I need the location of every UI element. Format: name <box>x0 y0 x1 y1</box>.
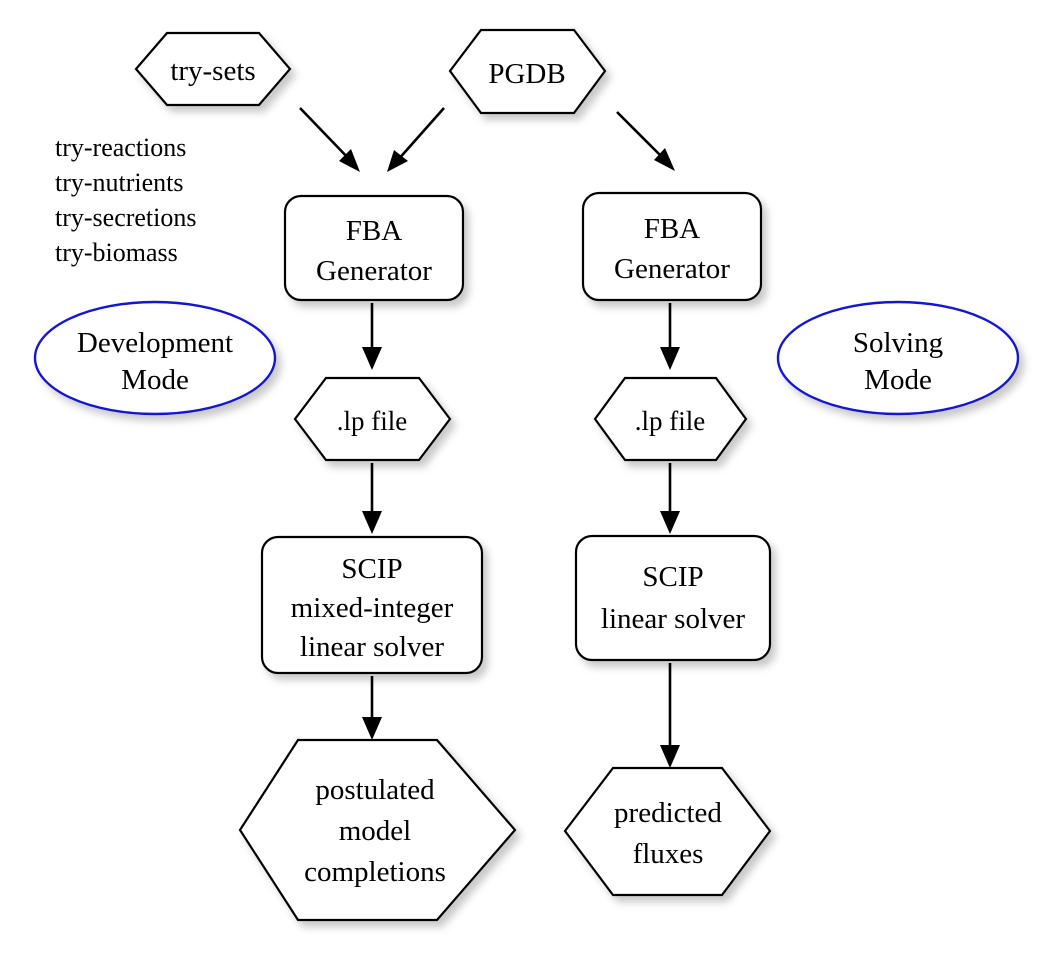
arrowhead-icon <box>660 347 680 370</box>
predicted-fluxes-label-line2: fluxes <box>633 838 704 870</box>
mode-label-development[interactable]: Development Mode <box>33 300 277 416</box>
scip-linear-label-line1: SCIP <box>642 561 703 593</box>
edge-pgdb-to-fba-generator-solve <box>616 111 675 171</box>
lp-file-solve-label: .lp file <box>635 406 705 436</box>
fba-generator-solve-label-line1: FBA <box>644 213 700 245</box>
node-scip-mixed-integer-solver[interactable]: SCIP mixed-integer linear solver <box>260 535 484 675</box>
node-fba-generator-development[interactable]: FBA Generator <box>283 194 465 302</box>
edge-scip-linear-to-predicted-fluxes <box>660 663 680 768</box>
arrowhead-icon <box>362 717 382 740</box>
arrowhead-icon <box>387 150 408 172</box>
arrowhead-icon <box>660 511 680 534</box>
fba-generator-dev-label-line1: FBA <box>346 215 402 247</box>
scip-mixed-label-line3: linear solver <box>300 631 444 663</box>
postulated-completions-label-line3: completions <box>304 856 446 888</box>
try-set-item: try-reactions <box>55 133 186 162</box>
postulated-completions-hexagon-shape <box>238 738 517 922</box>
solving-mode-ellipse-shape <box>776 300 1020 416</box>
scip-mixed-label-line2: mixed-integer <box>291 592 454 624</box>
fba-generator-solve-label-line2: Generator <box>614 253 730 285</box>
predicted-fluxes-hexagon-shape <box>563 766 772 897</box>
edge-lp-file-dev-to-scip <box>362 463 382 534</box>
development-mode-ellipse-shape <box>33 300 277 416</box>
pgdb-label: PGDB <box>488 58 565 90</box>
lp-file-solve-hexagon-shape <box>593 376 748 462</box>
edge-line <box>616 111 666 161</box>
edge-fba-generator-dev-to-lp-file <box>362 303 382 370</box>
postulated-completions-label-line1: postulated <box>315 774 435 806</box>
scip-linear-label-line2: linear solver <box>601 603 745 635</box>
fba-generator-dev-box-shape <box>283 194 465 302</box>
postulated-completions-label-line2: model <box>339 815 412 847</box>
edge-line <box>396 107 445 162</box>
try-set-item: try-secretions <box>55 203 197 232</box>
fba-generator-solve-box-shape <box>581 191 763 302</box>
edge-try-sets-to-fba-generator-dev <box>299 107 360 172</box>
development-mode-label-line1: Development <box>77 327 233 359</box>
scip-linear-box-shape <box>574 534 772 662</box>
edge-fba-generator-solve-to-lp-file <box>660 303 680 370</box>
arrowhead-icon <box>654 148 675 171</box>
development-mode-label-line2: Mode <box>121 364 189 396</box>
pgdb-hexagon-shape <box>448 28 607 115</box>
try-sets-hexagon-shape <box>134 31 292 107</box>
node-scip-linear-solver[interactable]: SCIP linear solver <box>574 534 772 662</box>
try-set-item: try-biomass <box>55 238 178 267</box>
edge-pgdb-to-fba-generator-dev <box>387 107 445 172</box>
node-lp-file-solving[interactable]: .lp file <box>593 376 748 462</box>
arrowhead-icon <box>362 347 382 370</box>
scip-mixed-label-line1: SCIP <box>341 553 402 585</box>
solving-mode-label-line1: Solving <box>853 327 943 359</box>
node-lp-file-development[interactable]: .lp file <box>293 376 452 462</box>
node-fba-generator-solving[interactable]: FBA Generator <box>581 191 763 302</box>
mode-label-solving[interactable]: Solving Mode <box>776 300 1020 416</box>
node-postulated-model-completions[interactable]: postulated model completions <box>238 738 517 922</box>
predicted-fluxes-label-line1: predicted <box>614 797 722 829</box>
edge-line <box>299 107 352 162</box>
try-set-item-list: try-reactions try-nutrients try-secretio… <box>55 133 197 267</box>
arrowhead-icon <box>339 149 360 172</box>
scip-mixed-integer-box-shape <box>260 535 484 675</box>
lp-file-dev-hexagon-shape <box>293 376 452 462</box>
try-sets-label: try-sets <box>170 55 255 87</box>
try-set-item: try-nutrients <box>55 168 184 197</box>
edge-lp-file-solve-to-scip <box>660 463 680 534</box>
solving-mode-label-line2: Mode <box>864 364 932 396</box>
node-try-sets[interactable]: try-sets <box>134 31 292 107</box>
node-pgdb[interactable]: PGDB <box>448 28 607 115</box>
arrowhead-icon <box>362 511 382 534</box>
fba-generator-dev-label-line2: Generator <box>316 255 432 287</box>
lp-file-dev-label: .lp file <box>337 406 407 436</box>
node-predicted-fluxes[interactable]: predicted fluxes <box>563 766 772 897</box>
edge-scip-mixed-to-postulated-completions <box>362 676 382 740</box>
arrowhead-icon <box>660 745 680 768</box>
